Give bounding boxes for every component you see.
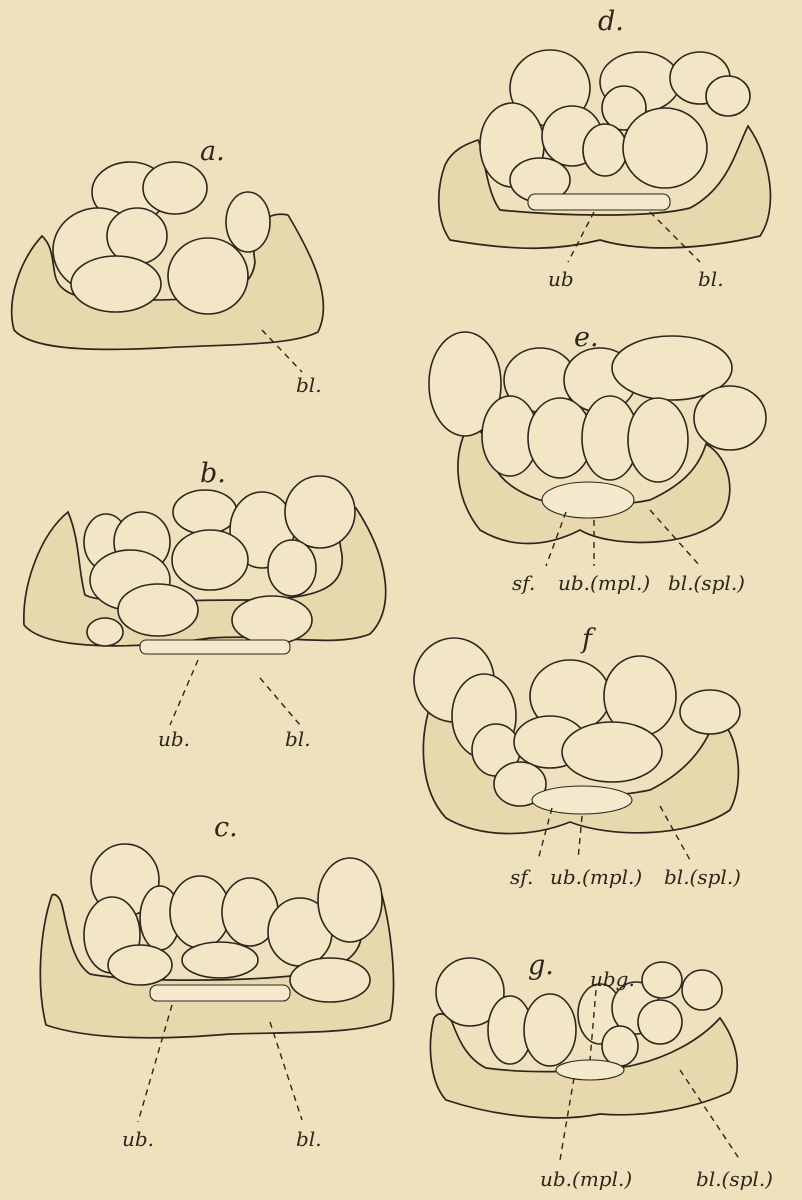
panel-g-title: g.	[528, 950, 554, 981]
panel-e-label-sf: sf.	[512, 571, 535, 595]
panel-b-label-bl: bl.	[285, 727, 311, 751]
panel-d-yolk-cell	[623, 108, 707, 188]
panel-g-yolk-cell	[638, 1000, 682, 1044]
panel-g-yolk-cell	[524, 994, 576, 1066]
panel-b: b. ub. bl.	[24, 458, 386, 751]
panel-c-label-bl: bl.	[296, 1127, 322, 1151]
panel-b-yolk-cell	[118, 584, 198, 636]
panel-c-yolk-cell	[318, 858, 382, 942]
panel-c-yolk-cell	[290, 958, 370, 1002]
panel-c-leader-bl	[270, 1022, 302, 1120]
panel-c-label-ub: ub.	[122, 1127, 154, 1151]
panel-g: g. ubg. ub.(mpl.) bl.(spl.)	[430, 950, 773, 1191]
panel-a-yolk-cell	[143, 162, 207, 214]
panel-c-small-cells	[150, 985, 290, 1001]
panel-b-small-cells	[140, 640, 290, 654]
panel-f: f sf. ub.(mpl.) bl.(spl.)	[414, 624, 741, 889]
panel-d-label-bl: bl.	[698, 267, 724, 291]
panel-a-yolk-cell	[226, 192, 270, 252]
panel-c-yolk-cell	[170, 876, 230, 948]
panel-b-title: b.	[200, 458, 226, 489]
panel-g-label-ub: ub.(mpl.)	[540, 1167, 632, 1191]
panel-c-title: c.	[214, 812, 238, 843]
panel-e: e. sf. ub.(mpl.) bl.(spl.)	[429, 322, 766, 595]
panel-e-label-bl: bl.(spl.)	[668, 571, 745, 595]
panel-b-yolk-cell	[172, 530, 248, 590]
panel-f-label-sf: sf.	[510, 865, 533, 889]
panel-g-label-ubg: ubg.	[590, 967, 635, 991]
panel-a-label-bl: bl.	[296, 373, 322, 397]
panel-a-yolk-cell	[71, 256, 161, 312]
panel-c-yolk-cell	[182, 942, 258, 978]
panel-c: c. ub. bl.	[40, 812, 393, 1151]
panel-f-label-bl: bl.(spl.)	[664, 865, 741, 889]
panel-b-yolk-cell	[87, 618, 123, 646]
panel-d-small-cells	[528, 194, 670, 210]
panel-b-leader-ub	[170, 660, 198, 725]
panel-b-yolk-cell	[232, 596, 312, 644]
panel-b-yolk-cell	[285, 476, 355, 548]
panel-a: a. bl.	[12, 136, 324, 397]
panel-g-yolk-cell	[602, 1026, 638, 1066]
panel-d-yolk-cell	[706, 76, 750, 116]
panel-g-label-bl: bl.(spl.)	[696, 1167, 773, 1191]
panel-f-title: f	[580, 624, 596, 655]
panel-a-yolk-cell	[168, 238, 248, 314]
panel-g-yolk-cell	[682, 970, 722, 1010]
panel-c-yolk-cell	[108, 945, 172, 985]
panel-d-title: d.	[598, 6, 624, 37]
panel-d-label-ub: ub	[548, 267, 574, 291]
panel-f-label-ub: ub.(mpl.)	[550, 865, 642, 889]
panel-a-title: a.	[200, 136, 225, 167]
panel-g-yolk-cell	[642, 962, 682, 998]
panel-e-yolk-cell	[694, 386, 766, 450]
panel-b-yolk-cell	[173, 490, 237, 534]
panel-f-yolk-cell	[680, 690, 740, 734]
panel-e-small-cells	[542, 482, 634, 518]
panel-g-small-cells	[556, 1060, 624, 1080]
panel-d-yolk-cell	[583, 124, 627, 176]
panel-e-yolk-cell	[628, 398, 688, 482]
panel-b-label-ub: ub.	[158, 727, 190, 751]
panel-e-label-ub: ub.(mpl.)	[558, 571, 650, 595]
panel-f-small-cells	[532, 786, 632, 814]
panel-b-yolk-cell	[268, 540, 316, 596]
panel-b-leader-bl	[260, 678, 300, 725]
panel-d: d. ub bl.	[439, 6, 771, 291]
panel-f-yolk-cell	[562, 722, 662, 782]
